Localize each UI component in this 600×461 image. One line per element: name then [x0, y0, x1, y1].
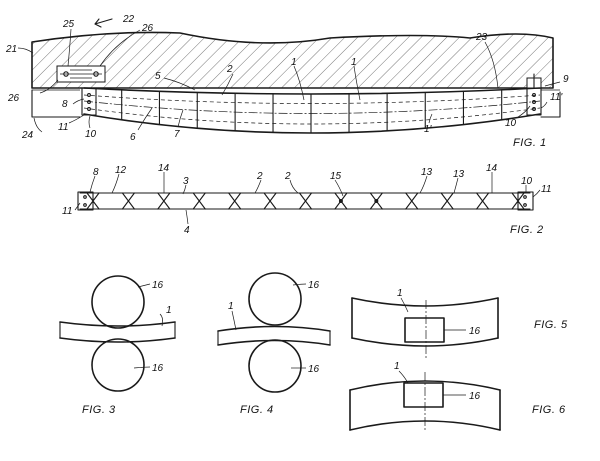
label-1: 1: [166, 305, 172, 316]
figure-5: 1 16 FIG. 5: [351, 288, 568, 358]
label-10: 10: [521, 176, 533, 187]
upper-block: [31, 31, 554, 89]
label-2-a: 2: [256, 171, 263, 182]
label-14-left: 14: [158, 163, 170, 174]
label-11: 11: [58, 122, 68, 133]
label-11-right: 11: [541, 184, 551, 195]
label-16: 16: [469, 391, 481, 402]
segment-joint: [405, 192, 419, 210]
label-11-prime: 11': [550, 92, 563, 103]
label-6: 6: [130, 132, 136, 143]
label-1: 1: [397, 288, 403, 299]
leader-lines-fig1: [17, 28, 561, 133]
label-16-bottom: 16: [152, 363, 164, 374]
label-1-a: 1: [291, 57, 297, 68]
segment-joint: [440, 192, 454, 210]
caption-fig4: FIG. 4: [240, 404, 274, 416]
leader-lines-fig2: [74, 172, 541, 225]
label-13-b: 13: [453, 169, 465, 180]
caption-fig1: FIG. 1: [513, 137, 547, 149]
label-11-left: 11: [62, 206, 72, 217]
label-21: 21: [5, 44, 17, 55]
label-4: 4: [184, 225, 190, 236]
figure-6: 1 16 FIG. 6: [349, 361, 566, 432]
label-15: 15: [330, 171, 342, 182]
joint-marker: [338, 199, 343, 203]
figure-2: 8 12 14 3 2 2 15 13 13 14 10 11 11 4 FIG…: [62, 163, 551, 236]
segment-joint: [192, 192, 206, 210]
segment-joint: [263, 192, 277, 210]
figure-4: 16 1 16 FIG. 4: [217, 272, 331, 416]
label-26-top: 26: [141, 23, 154, 34]
label-5: 5: [155, 71, 161, 82]
caption-fig5: FIG. 5: [534, 319, 568, 331]
label-1: 1: [228, 301, 234, 312]
segment-joint: [157, 192, 171, 210]
label-9: 9: [563, 74, 569, 85]
caption-fig3: FIG. 3: [82, 404, 116, 416]
label-13-a: 13: [421, 167, 433, 178]
lower-base: [31, 89, 561, 118]
label-23: 23: [475, 32, 488, 43]
label-2: 2: [226, 64, 233, 75]
figure-1: 22 25 26 21 23 5 2 1 1 9 26 8 24 11 10 6…: [5, 14, 569, 149]
label-24: 24: [21, 130, 34, 141]
label-10-right: 10: [505, 118, 517, 129]
label-8: 8: [62, 99, 68, 110]
caption-fig2: FIG. 2: [510, 224, 544, 236]
segment-joint: [121, 192, 135, 210]
labels-fig2: 8 12 14 3 2 2 15 13 13 14 10 11 11 4: [62, 163, 551, 236]
label-16-top: 16: [152, 280, 164, 291]
label-3: 3: [183, 176, 189, 187]
labels-fig1: 22 25 26 21 23 5 2 1 1 9 26 8 24 11 10 6…: [5, 14, 569, 143]
label-16-bottom: 16: [308, 364, 320, 375]
segmented-bar: [81, 87, 542, 134]
label-14-right: 14: [486, 163, 498, 174]
label-2-b: 2: [284, 171, 291, 182]
label-25: 25: [62, 19, 75, 30]
joint-marker: [374, 199, 379, 203]
label-26-left: 26: [7, 93, 20, 104]
label-16-top: 16: [308, 280, 320, 291]
label-1: 1: [394, 361, 400, 372]
label-7: 7: [174, 129, 180, 140]
label-1-b: 1: [351, 57, 357, 68]
figure-3: 16 1 16 FIG. 3: [59, 275, 176, 416]
label-8: 8: [93, 167, 99, 178]
segment-joint: [476, 192, 490, 210]
label-16: 16: [469, 326, 481, 337]
label-12: 12: [115, 165, 127, 176]
segment-joint: [298, 192, 313, 210]
caption-fig6: FIG. 6: [532, 404, 566, 416]
label-1-prime: 1': [424, 124, 433, 135]
direction-arrow: [94, 18, 113, 28]
segment-joint: [228, 192, 242, 210]
label-22: 22: [122, 14, 135, 25]
label-10: 10: [85, 129, 97, 140]
